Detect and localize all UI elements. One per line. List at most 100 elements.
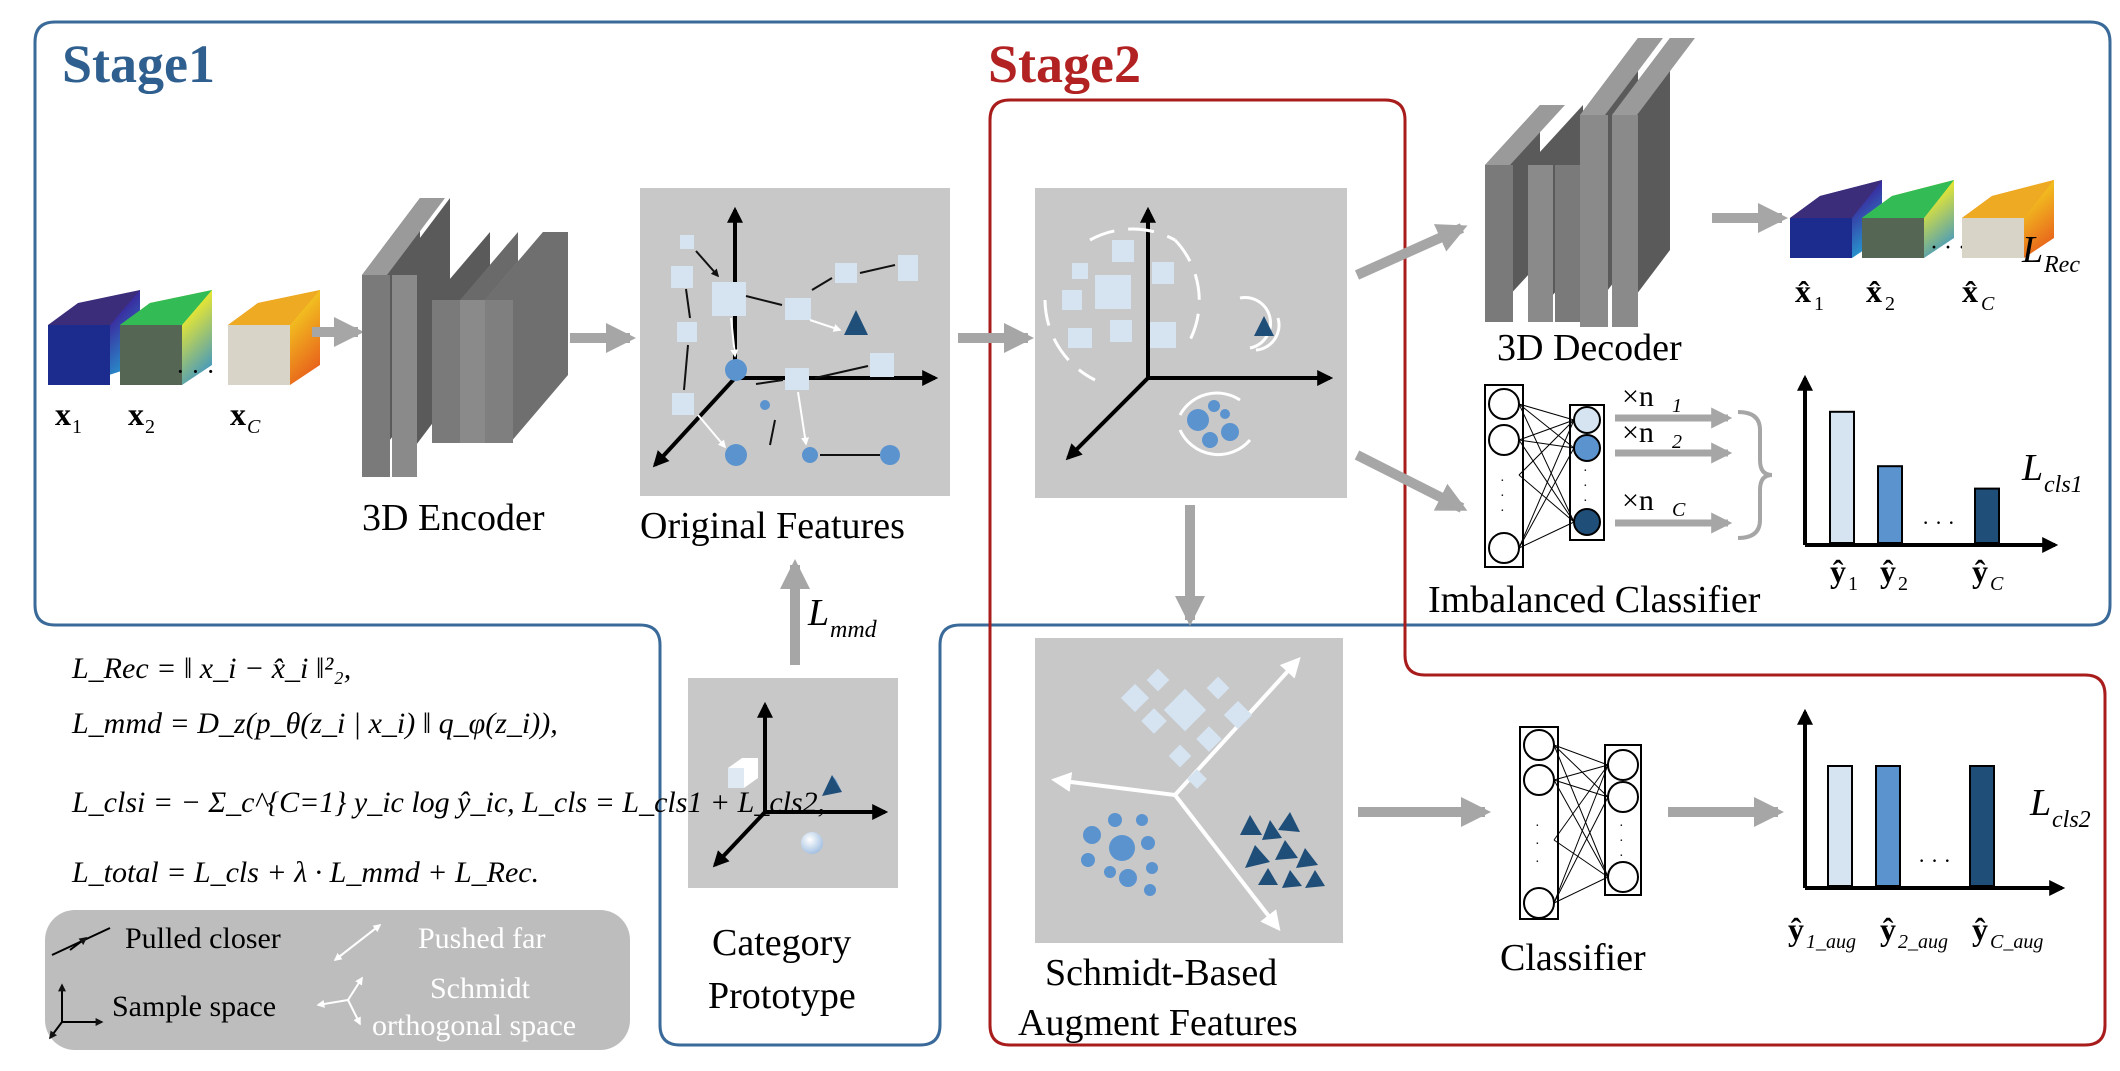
rec-labels: x̂ 1 x̂ 2 x̂ C (1795, 273, 1995, 315)
stage2-features-panel (1035, 188, 1347, 498)
svg-text:C_aug: C_aug (1990, 931, 2043, 953)
svg-text:·: · (1619, 834, 1624, 849)
equations: L_Rec = ‖ x_i − x̂_i ‖²₂, L_mmd = D_z(p_… (71, 652, 825, 889)
svg-text:·: · (1619, 849, 1624, 864)
legend-schmidt-2: orthogonal space (372, 1009, 576, 1042)
cls1-ellipsis: · · · (1922, 510, 1955, 535)
legend-sample-space: Sample space (112, 990, 276, 1023)
imbalanced-network: · · · · · · (1484, 384, 1605, 568)
svg-text:·: · (1535, 837, 1540, 852)
svg-text:2: 2 (1672, 431, 1682, 453)
svg-text:x: x (55, 396, 71, 432)
chart-cls1: · · · (1797, 374, 2059, 553)
svg-text:ŷ: ŷ (1830, 553, 1846, 589)
svg-text:1_aug: 1_aug (1806, 931, 1856, 953)
cls2-bar-C_aug (1969, 765, 1995, 887)
svg-text:L_total = L_cls + λ · L_mmd +: L_total = L_cls + λ · L_mmd + L_Rec. (71, 856, 539, 889)
svg-text:·: · (1535, 855, 1540, 870)
brace (1737, 410, 1773, 540)
category-prototype-label-2: Prototype (708, 975, 856, 1017)
cls2-loss-label: L cls2 (2029, 782, 2091, 833)
schmidt-label-2: Augment Features (1018, 1002, 1298, 1044)
stage2-title: Stage2 (988, 34, 1141, 94)
svg-text:·: · (1500, 489, 1505, 504)
cls1-bar-C (1974, 487, 2000, 545)
svg-text:ŷ: ŷ (1788, 911, 1804, 947)
cls1-loss-label: L cls1 (2021, 447, 2083, 498)
svg-text:·: · (1500, 474, 1505, 489)
decoder-label: 3D Decoder (1497, 327, 1682, 369)
legend-pulled: Pulled closer (125, 922, 281, 955)
svg-text:L_clsi = − Σ_c^{C=1} y_ic log: L_clsi = − Σ_c^{C=1} y_ic log ŷ_ic, L_cl… (71, 786, 825, 819)
svg-text:ŷ: ŷ (1972, 911, 1988, 947)
legend-schmidt-1: Schmidt (430, 972, 531, 1005)
stage1-title: Stage1 (62, 34, 215, 94)
svg-text:ŷ: ŷ (1880, 911, 1896, 947)
svg-text:2: 2 (1898, 573, 1908, 595)
legend-box: Pulled closer Pushed far Sample space Sc… (45, 910, 630, 1050)
svg-text:x̂: x̂ (1866, 273, 1882, 309)
category-prototype-panel (688, 678, 898, 888)
category-prototype-label-1: Category (712, 922, 851, 964)
svg-text:1: 1 (1672, 395, 1682, 417)
multiplier-labels: ×n 1 ×n 2 ×n C (1622, 380, 1686, 521)
svg-text:1: 1 (1814, 293, 1824, 315)
svg-text:cls2: cls2 (2052, 807, 2091, 833)
svg-text:L_mmd = D_z(p_θ(z_i | x_i) ‖ q: L_mmd = D_z(p_θ(z_i | x_i) ‖ q_φ(z_i)), (71, 707, 558, 740)
svg-text:x̂: x̂ (1795, 273, 1811, 309)
cls2-bar-2_aug (1875, 765, 1901, 887)
svg-text:·: · (1583, 494, 1588, 509)
svg-text:×n: ×n (1622, 380, 1654, 413)
rec-loss-label: L Rec (2021, 229, 2080, 278)
svg-text:mmd: mmd (830, 617, 878, 643)
cls1-bar-1 (1829, 410, 1855, 544)
rec-ellipsis: · · · (1930, 235, 1966, 261)
svg-text:2_aug: 2_aug (1898, 931, 1948, 953)
svg-text:C: C (247, 416, 261, 438)
svg-text:L: L (807, 592, 829, 634)
mmd-loss-label: L mmd (807, 592, 878, 643)
svg-text:1: 1 (72, 416, 82, 438)
input-cube-c (228, 290, 320, 385)
svg-text:·: · (1535, 819, 1540, 834)
svg-text:·: · (1619, 819, 1624, 834)
rec-cube-2 (1862, 180, 1954, 258)
schmidt-augment-panel (1035, 638, 1343, 943)
svg-text:ŷ: ŷ (1880, 553, 1896, 589)
svg-text:1: 1 (1848, 573, 1858, 595)
stage2-border (988, 98, 2107, 1047)
imbalanced-label: Imbalanced Classifier (1428, 579, 1761, 621)
rec-cube-1 (1790, 180, 1882, 258)
svg-text:C: C (1672, 499, 1686, 521)
input-ellipsis: · · · (176, 357, 215, 386)
legend-pushed: Pushed far (418, 922, 545, 955)
svg-text:L_Rec = ‖ x_i − x̂_i ‖²₂,: L_Rec = ‖ x_i − x̂_i ‖²₂, (71, 652, 351, 685)
rec-cube-c (1962, 180, 2054, 258)
svg-text:×n: ×n (1622, 484, 1654, 517)
svg-text:C: C (1981, 293, 1995, 315)
svg-text:·: · (1583, 479, 1588, 494)
svg-text:x: x (230, 396, 246, 432)
cls1-axis-labels: ŷ 1 ŷ 2 ŷ C (1830, 553, 2004, 595)
decoder-blocks (1485, 38, 1695, 327)
encoder-label: 3D Encoder (362, 497, 545, 539)
svg-text:·: · (1500, 504, 1505, 519)
schmidt-label-1: Schmidt-Based (1045, 952, 1277, 994)
svg-text:2: 2 (1885, 293, 1895, 315)
cls2-axis-labels: ŷ 1_aug ŷ 2_aug ŷ C_aug (1788, 911, 2043, 953)
svg-text:2: 2 (145, 416, 155, 438)
svg-text:ŷ: ŷ (1972, 553, 1988, 589)
original-features-panel (640, 188, 950, 496)
classifier-network: · · · · · · (1519, 726, 1642, 920)
cls2-bar-1_aug (1827, 765, 1853, 887)
svg-text:×n: ×n (1622, 416, 1654, 449)
input-cube-2 (120, 290, 212, 385)
svg-text:cls1: cls1 (2044, 472, 2083, 498)
chart-cls2: · · · (1797, 708, 2066, 896)
classifier-label: Classifier (1500, 937, 1646, 979)
svg-text:L: L (2021, 447, 2043, 489)
stage1-border (33, 20, 2112, 1047)
svg-text:C: C (1990, 573, 2004, 595)
svg-text:x: x (128, 396, 144, 432)
original-features-label: Original Features (640, 505, 905, 547)
